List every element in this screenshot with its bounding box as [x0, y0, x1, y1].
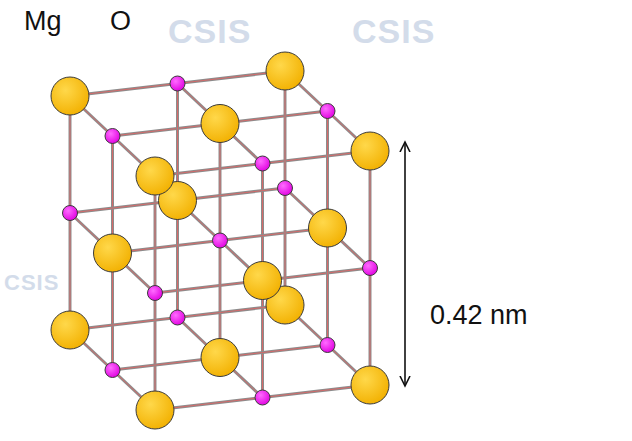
mg-atom [244, 262, 282, 300]
atom-label: Mg [24, 8, 62, 35]
o-atom [320, 104, 335, 119]
mg-atom [351, 366, 389, 404]
o-atom [213, 233, 228, 248]
o-atom [148, 286, 163, 301]
o-atom [255, 390, 270, 405]
o-atom [170, 76, 185, 91]
watermark: CSIS [4, 272, 59, 294]
watermark: CSIS [352, 14, 435, 48]
o-atom [170, 310, 185, 325]
mg-atom [51, 77, 89, 115]
mg-atom [51, 311, 89, 349]
watermark: CSIS [168, 14, 251, 48]
mg-atom [94, 234, 132, 272]
mg-atom [201, 339, 239, 377]
o-atom [278, 181, 293, 196]
mg-atom [266, 52, 304, 90]
mg-atom [201, 105, 239, 143]
o-atom [363, 261, 378, 276]
dimension-label: 0.42 nm [430, 302, 528, 329]
mg-atom [351, 132, 389, 170]
mg-atom [136, 391, 174, 429]
o-atom [63, 206, 78, 221]
mg-atom [309, 209, 347, 247]
mg-atom [136, 157, 174, 195]
dimension-arrow [404, 142, 406, 386]
o-atom [320, 338, 335, 353]
o-atom [105, 129, 120, 144]
o-atom [105, 363, 120, 378]
o-atom [255, 156, 270, 171]
atom-label: O [110, 8, 131, 35]
